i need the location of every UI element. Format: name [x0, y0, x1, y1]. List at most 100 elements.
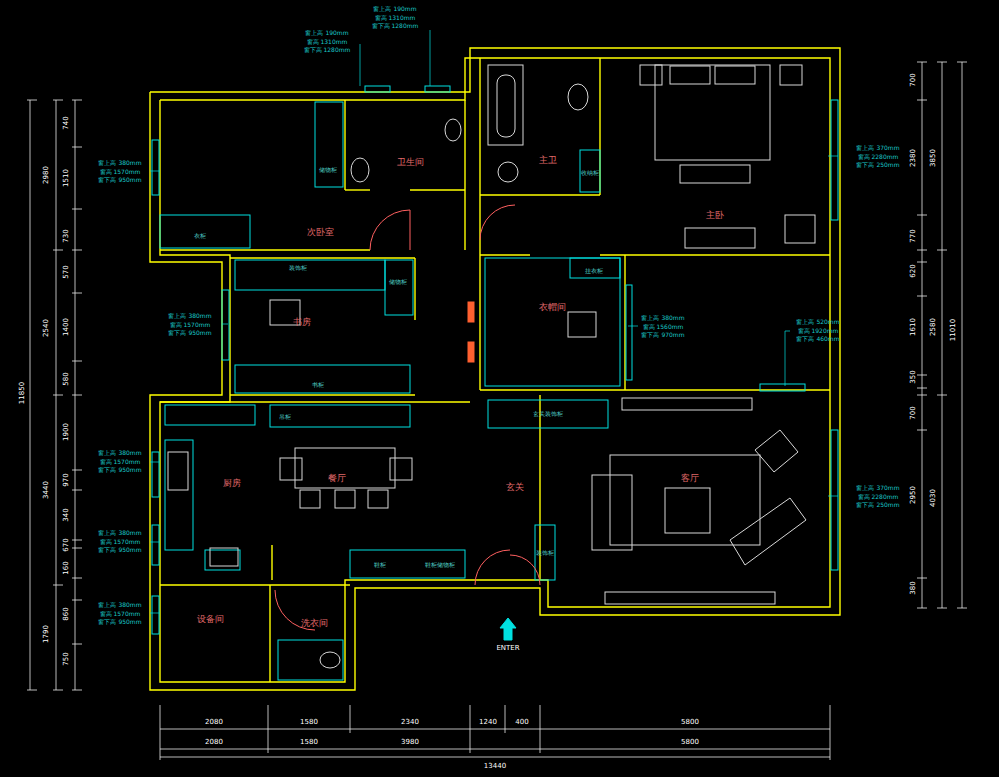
- window-note: 窗上高 370mm: [856, 145, 899, 151]
- window-note: 窗高 1570mm: [100, 459, 141, 465]
- dimension: 570: [63, 265, 70, 278]
- dimension: 400: [515, 719, 528, 726]
- window-note: 窗下高 250mm: [856, 162, 899, 168]
- window-note: 窗上高 190mm: [305, 30, 348, 36]
- window-note: 窗上高 380mm: [98, 602, 141, 608]
- dimension: 1510: [63, 169, 70, 187]
- window-note: 窗上高 190mm: [373, 6, 416, 12]
- window-note: 窗高 1310mm: [375, 15, 416, 21]
- dimension: 3850: [930, 149, 937, 167]
- window-note: 窗高 1920mm: [798, 328, 839, 334]
- room-name: 主卧: [706, 211, 724, 220]
- dimension: 2340: [401, 719, 419, 726]
- cabinet-label: 吊柜: [279, 414, 291, 420]
- window-note: 窗高 1310mm: [307, 39, 348, 45]
- dimension: 700: [910, 73, 917, 86]
- dimension: 700: [910, 406, 917, 419]
- window-note: 窗上高 380mm: [98, 530, 141, 536]
- window-note: 窗高 2280mm: [858, 154, 899, 160]
- dimension: 750: [63, 652, 70, 665]
- cabinet-label: 储物柜: [319, 167, 337, 173]
- window-note: 窗下高 950mm: [168, 330, 211, 336]
- dimension: 1400: [63, 318, 70, 336]
- room-name: 书房: [293, 318, 311, 327]
- window-note: 窗下高 950mm: [98, 619, 141, 625]
- dimension: 2080: [205, 719, 223, 726]
- dimension: 970: [63, 473, 70, 486]
- dimension: 160: [63, 561, 70, 574]
- room-name: 卫生间: [397, 158, 424, 167]
- cabinet-label: 玄关装饰柜: [533, 411, 563, 417]
- dimension: 1900: [63, 423, 70, 441]
- dimension: 1610: [910, 318, 917, 336]
- room-name: 设备间: [197, 615, 224, 624]
- dimension: 5800: [681, 719, 699, 726]
- dimension: 730: [63, 229, 70, 242]
- window-note: 窗下高 950mm: [98, 547, 141, 553]
- window-note: 窗下高 1280mm: [304, 47, 351, 53]
- cabinet-label: 装饰柜: [536, 550, 554, 556]
- window-note: 窗上高 380mm: [168, 313, 211, 319]
- window-note: 窗下高 970mm: [641, 332, 684, 338]
- dimension: 1580: [300, 739, 318, 746]
- dimension: 1580: [300, 719, 318, 726]
- dimension: 670: [63, 538, 70, 551]
- dimension: 380: [910, 581, 917, 594]
- dimension: 2980: [43, 166, 50, 184]
- window-note: 窗上高 380mm: [98, 160, 141, 166]
- window-note: 窗下高 250mm: [856, 502, 899, 508]
- window-note: 窗高 1560mm: [643, 324, 684, 330]
- window-note: 窗高 1570mm: [100, 611, 141, 617]
- dimension: 2580: [930, 318, 937, 336]
- dimension: 11850: [19, 382, 26, 404]
- cabinet-label: 书柜: [312, 382, 324, 388]
- cabinet-label: 挂衣柜: [585, 268, 603, 274]
- dimension: 580: [63, 372, 70, 385]
- cabinet-label: 储物柜: [389, 279, 407, 285]
- dimension: 740: [63, 116, 70, 129]
- window-note: 窗高 1570mm: [170, 322, 211, 328]
- dimension: 1240: [479, 719, 497, 726]
- room-name: 主卫: [539, 156, 557, 165]
- dimension: 350: [910, 370, 917, 383]
- dimension: 3980: [401, 739, 419, 746]
- window-note: 窗上高 520mm: [796, 319, 839, 325]
- dimension: 770: [910, 229, 917, 242]
- dimension: 13440: [484, 763, 506, 770]
- room-name: 玄关: [506, 483, 524, 492]
- entry-label: ENTER: [496, 645, 519, 652]
- window-note: 窗高 1570mm: [100, 169, 141, 175]
- window-note: 窗高 1570mm: [100, 539, 141, 545]
- cabinet-label: 装饰柜: [289, 265, 307, 271]
- dimension: 620: [910, 264, 917, 277]
- dimension: 2950: [910, 486, 917, 504]
- room-name: 洗衣间: [301, 619, 328, 628]
- window-note: 窗下高 1280mm: [372, 23, 419, 29]
- cabinet-label: 衣柜: [194, 233, 206, 239]
- room-name: 厨房: [223, 479, 241, 488]
- dimension: 860: [63, 607, 70, 620]
- window-note: 窗上高 380mm: [641, 315, 684, 321]
- cabinet-label: 收纳柜: [581, 170, 599, 176]
- cabinet-label: 鞋柜: [374, 562, 386, 568]
- dimension: 5800: [681, 739, 699, 746]
- dimension: 1790: [43, 625, 50, 643]
- room-name: 客厅: [681, 474, 699, 483]
- room-name: 餐厅: [328, 474, 346, 483]
- room-name: 次卧室: [307, 228, 334, 237]
- cabinet-label: 鞋柜储物柜: [425, 562, 455, 568]
- room-name: 衣帽间: [539, 303, 566, 312]
- dimension: 4030: [930, 489, 937, 507]
- window-note: 窗上高 370mm: [856, 485, 899, 491]
- dimension: 2540: [43, 319, 50, 337]
- window-note: 窗下高 950mm: [98, 467, 141, 473]
- window-note: 窗下高 460mm: [796, 336, 839, 342]
- window-note: 窗高 2280mm: [858, 494, 899, 500]
- dimension: 2080: [205, 739, 223, 746]
- window-note: 窗下高 950mm: [98, 177, 141, 183]
- dimension: 3440: [43, 481, 50, 499]
- window-note: 窗上高 380mm: [98, 450, 141, 456]
